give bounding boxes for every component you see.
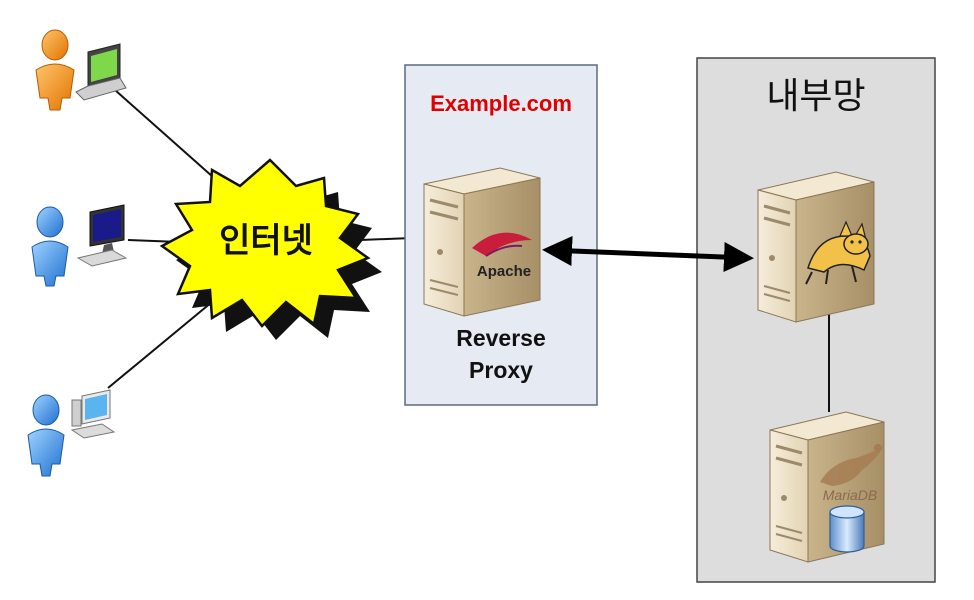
client-user-2 xyxy=(31,204,128,287)
apache-feather-icon xyxy=(472,232,532,257)
user-blue-icon xyxy=(31,206,69,287)
database-cylinder-icon xyxy=(829,505,865,553)
proxy-domain-label: Example.com xyxy=(430,91,572,116)
link-proxy-tomcat-arrow xyxy=(542,235,754,273)
laptop-icon xyxy=(75,43,127,101)
mariadb-server: MariaDB xyxy=(769,411,885,563)
tomcat-cat-icon xyxy=(805,220,871,285)
link-user1-internet xyxy=(114,89,223,186)
link-user3-internet xyxy=(107,301,213,389)
proxy-role-line2: Proxy xyxy=(469,357,533,383)
link-internet-proxy xyxy=(359,237,413,241)
user-orange-icon xyxy=(35,29,75,111)
internet-burst xyxy=(159,158,371,328)
internal-network-title: 내부망 xyxy=(766,76,865,117)
apache-badge: Apache xyxy=(477,263,531,280)
desktop-computer-icon xyxy=(70,389,116,439)
apache-server: Apache xyxy=(423,167,541,317)
client-user-1 xyxy=(35,29,127,111)
mariadb-badge: MariaDB xyxy=(823,487,877,503)
user-blue-icon xyxy=(27,394,65,477)
tomcat-server xyxy=(757,171,875,323)
client-user-3 xyxy=(27,389,116,477)
desktop-computer-icon xyxy=(76,204,128,267)
mariadb-seal-icon xyxy=(820,444,884,486)
proxy-role-line1: Reverse xyxy=(456,325,546,351)
server-tower-icon xyxy=(423,167,541,317)
internet-label: 인터넷 xyxy=(219,221,313,261)
